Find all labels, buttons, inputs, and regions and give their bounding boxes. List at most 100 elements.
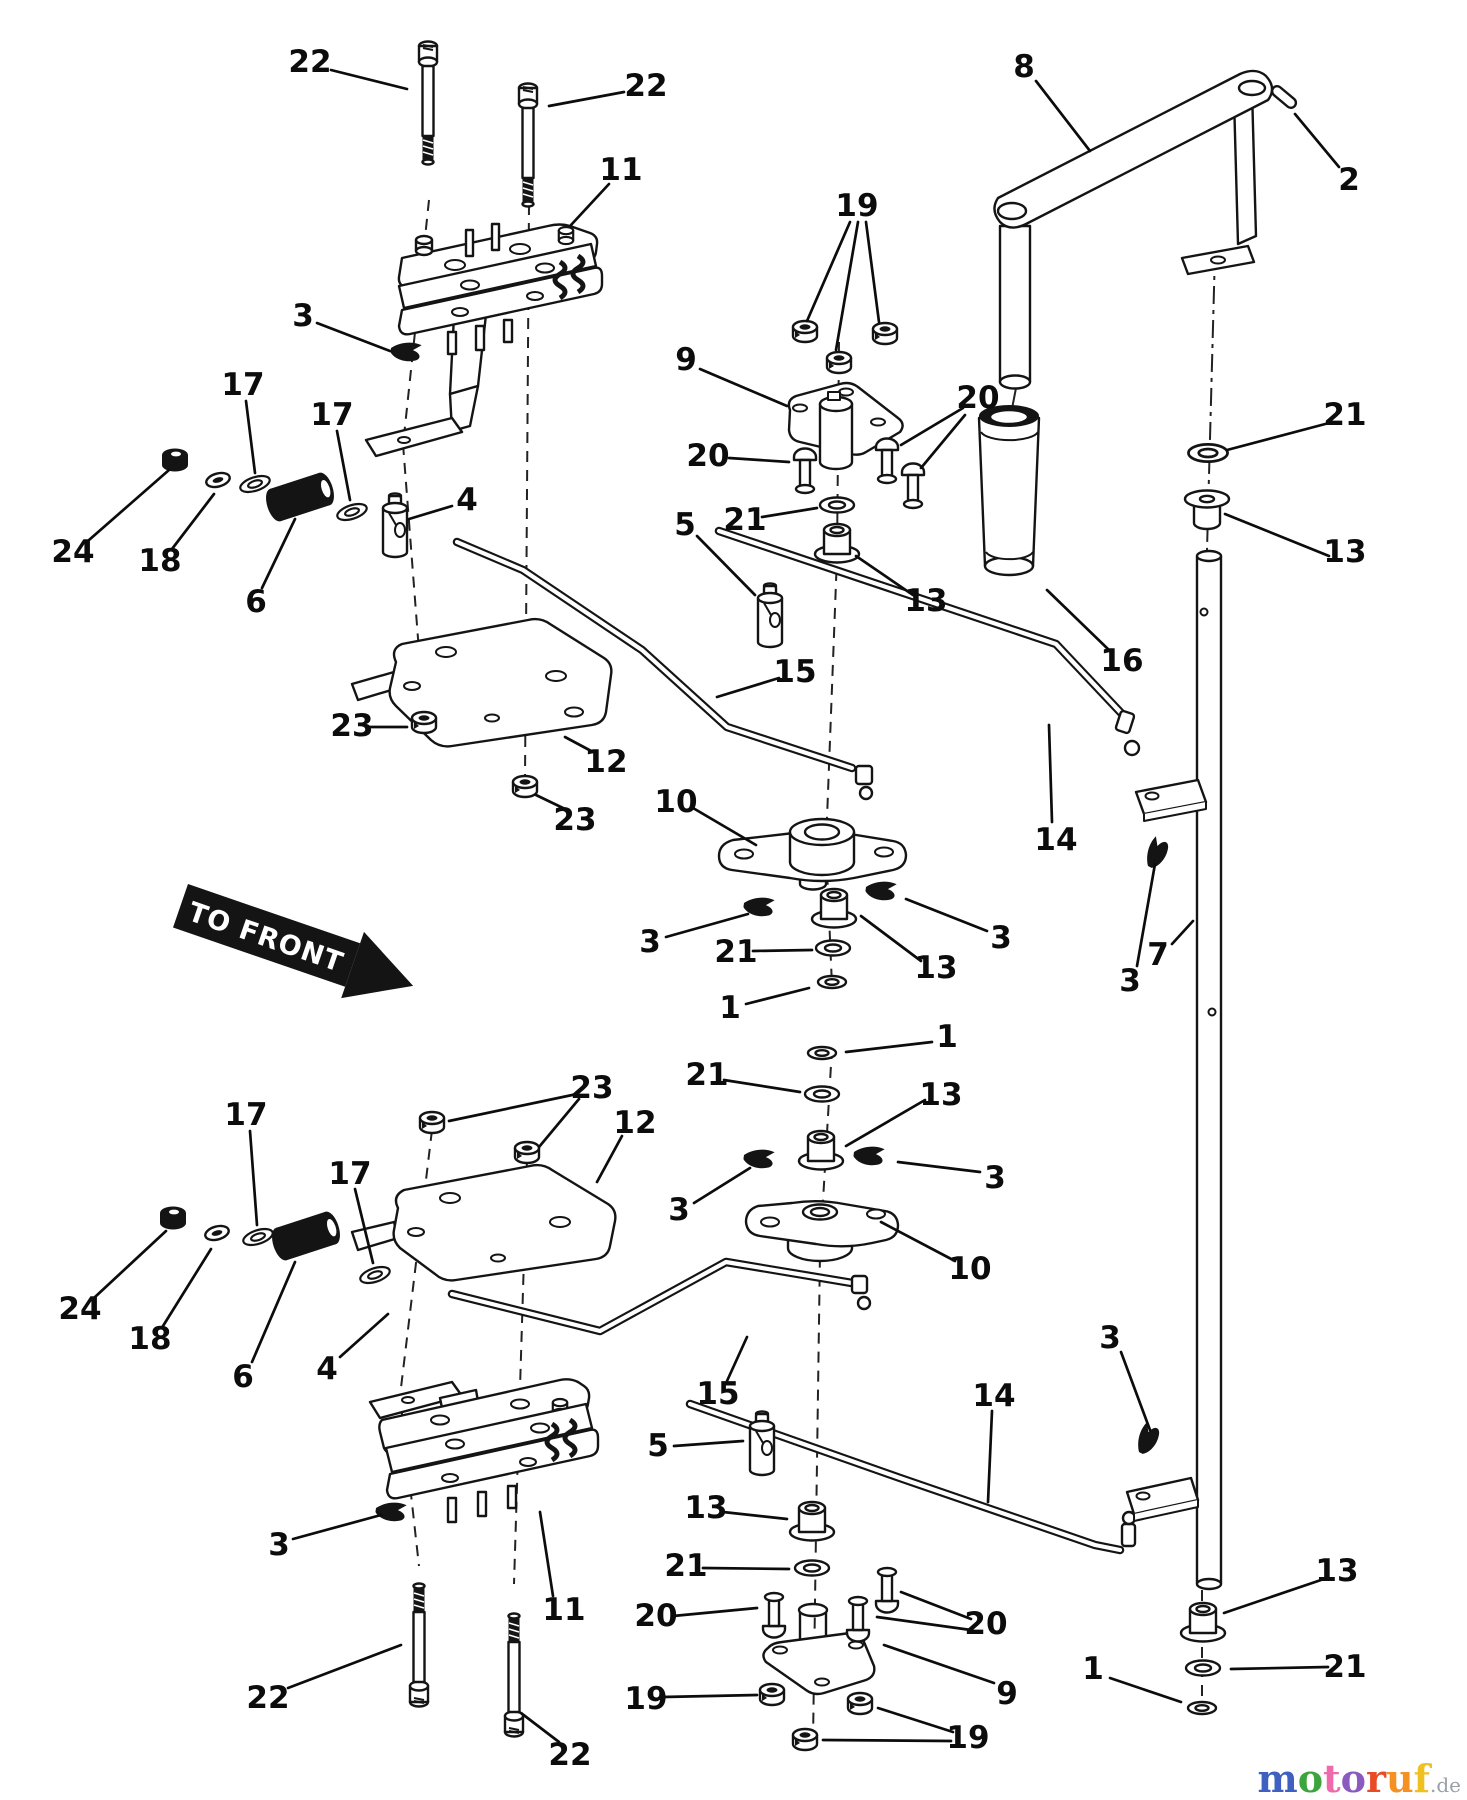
leader-line-6: [260, 517, 297, 590]
part-15-control-rod-upper: [452, 537, 874, 801]
leader-line-20: [727, 456, 791, 464]
part-label-6: 6: [232, 1359, 254, 1395]
part-label-13: 13: [1315, 1553, 1358, 1589]
part-label-20: 20: [634, 1598, 677, 1634]
leader-line-13: [844, 1098, 927, 1148]
part-2-roll-pin: [1270, 85, 1298, 109]
leader-line-17: [248, 1129, 259, 1227]
leader-line-1: [744, 986, 811, 1006]
part-label-10: 10: [654, 784, 697, 820]
part-1-washer: [806, 974, 1218, 1716]
part-label-20: 20: [964, 1606, 1007, 1642]
part-label-19: 19: [946, 1720, 989, 1756]
leader-line-22: [286, 1643, 403, 1690]
part-label-12: 12: [584, 744, 627, 780]
leader-line-17: [353, 1187, 375, 1265]
leader-line-13: [1223, 512, 1331, 558]
leader-line-21: [751, 948, 814, 953]
part-label-23: 23: [330, 708, 373, 744]
part-23-nut: [410, 710, 541, 1165]
part-label-23: 23: [570, 1070, 613, 1106]
part-7-steering-shaft: [1195, 549, 1223, 1591]
leader-line-9: [882, 1643, 996, 1685]
part-label-18: 18: [138, 543, 181, 579]
part-label-11: 11: [542, 1592, 585, 1628]
leader-line-4: [407, 504, 454, 521]
leader-line-23: [537, 1097, 581, 1149]
part-label-24: 24: [51, 534, 94, 570]
part-label-1: 1: [936, 1019, 958, 1055]
part-label-21: 21: [723, 502, 766, 538]
part-label-6: 6: [245, 584, 267, 620]
leader-line-19: [661, 1693, 759, 1699]
leader-line-21: [722, 1078, 802, 1094]
leader-line-22: [329, 68, 409, 91]
leader-line-14: [986, 1409, 994, 1504]
part-label-3: 3: [984, 1160, 1006, 1196]
leader-line-3: [904, 897, 989, 933]
leader-line-19: [821, 1738, 953, 1743]
leader-line-9: [698, 367, 789, 408]
leader-line-19: [876, 1706, 955, 1734]
leader-line-20: [899, 406, 965, 447]
part-15-control-rod-lower: [447, 1257, 872, 1336]
part-label-1: 1: [1082, 1651, 1104, 1687]
leader-line-12: [595, 1134, 624, 1184]
leader-line-19: [864, 220, 881, 324]
leader-line-13: [721, 1510, 789, 1521]
part-label-21: 21: [685, 1057, 728, 1093]
leader-line-20: [899, 1590, 973, 1621]
part-label-21: 21: [1323, 1649, 1366, 1685]
part-label-20: 20: [956, 380, 999, 416]
leader-line-1: [844, 1040, 934, 1054]
part-label-17: 17: [328, 1156, 371, 1192]
part-label-5: 5: [674, 507, 696, 543]
watermark-word: motoruf: [1257, 1756, 1430, 1800]
part-label-9: 9: [996, 1676, 1018, 1712]
leader-line-7: [1170, 919, 1195, 946]
watermark-letter: f: [1413, 1756, 1430, 1800]
part-label-23: 23: [553, 802, 596, 838]
part-label-7: 7: [1147, 937, 1169, 973]
part-label-13: 13: [684, 1490, 727, 1526]
leader-line-10: [691, 806, 758, 847]
watermark-letter: o: [1340, 1756, 1366, 1800]
part-13-flanged-bushing: [788, 489, 1231, 1643]
leader-line-21: [760, 506, 819, 519]
leader-line-12: [563, 735, 595, 754]
leader-line-5: [672, 1439, 745, 1448]
part-label-24: 24: [58, 1291, 101, 1327]
leader-line-13: [1222, 1578, 1323, 1615]
part-label-17: 17: [221, 367, 264, 403]
leader-line-11: [569, 182, 611, 227]
leader-line-22: [519, 1711, 561, 1744]
part-label-21: 21: [1323, 397, 1366, 433]
part-label-3: 3: [1099, 1320, 1121, 1356]
part-label-22: 22: [288, 44, 331, 80]
part-label-3: 3: [990, 920, 1012, 956]
part-label-13: 13: [1323, 534, 1366, 570]
part-14-control-rod-upper: [714, 526, 1141, 757]
leader-line-21: [701, 1566, 791, 1571]
leader-line-20: [919, 413, 967, 470]
part-label-21: 21: [714, 934, 757, 970]
leader-line-23: [447, 1092, 579, 1123]
leader-line-18: [170, 492, 216, 551]
leader-line-13: [859, 914, 923, 963]
part-label-9: 9: [675, 342, 697, 378]
part-label-2: 2: [1338, 162, 1360, 198]
watermark-logo: motoruf.de: [1257, 1760, 1461, 1798]
leader-line-14: [1047, 723, 1054, 824]
part-label-3: 3: [668, 1192, 690, 1228]
part-3-retaining-clip: [374, 339, 1172, 1523]
part-label-15: 15: [773, 654, 816, 690]
leader-line-24: [93, 1229, 168, 1299]
leader-line-1: [1108, 1676, 1183, 1704]
watermark-letter: o: [1297, 1756, 1324, 1800]
leader-line-17: [244, 399, 257, 475]
leader-line-3: [315, 321, 392, 353]
part-14-control-rod-lower: [685, 1399, 1137, 1555]
part-label-3: 3: [1119, 963, 1141, 999]
